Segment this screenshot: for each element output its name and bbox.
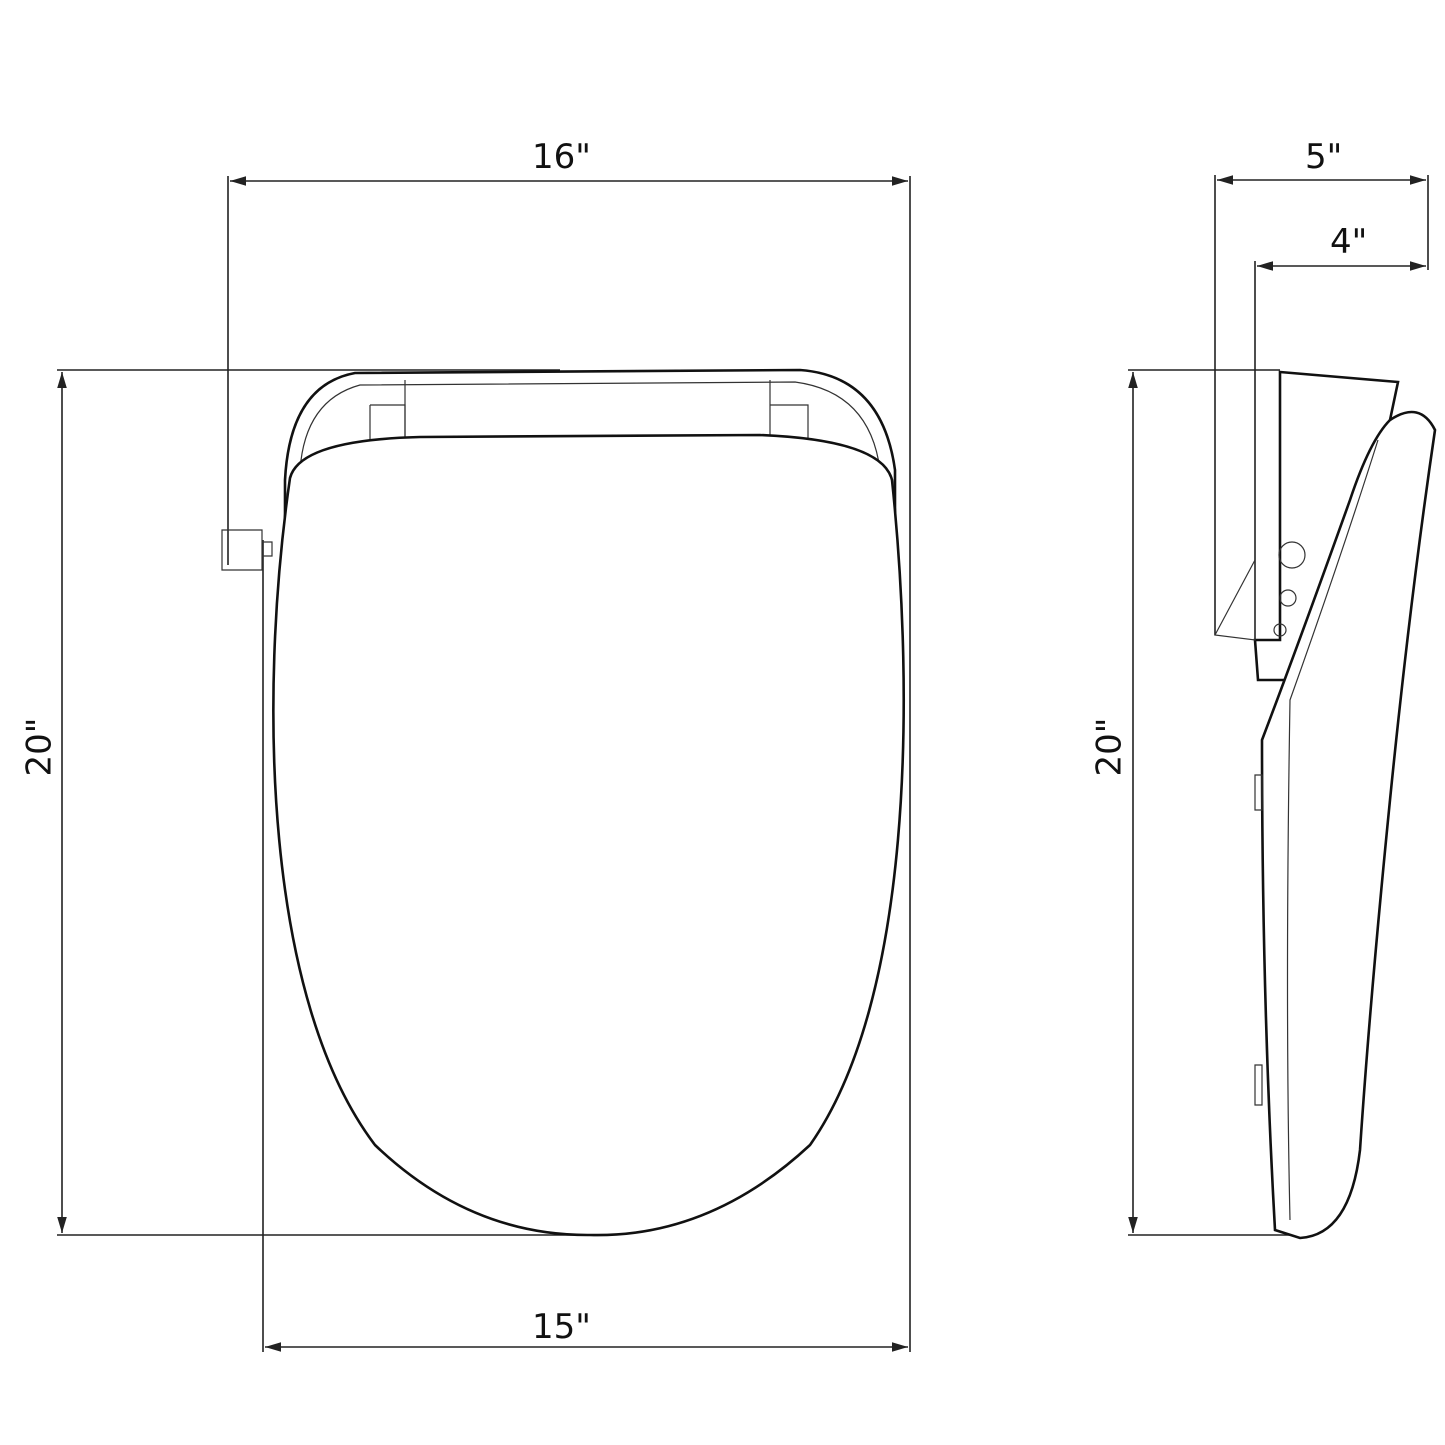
front-height-label: 20" [19, 717, 60, 777]
side-height-label: 20" [1089, 717, 1130, 777]
side-base-depth-label: 4" [1330, 222, 1368, 262]
front-dimension-lines [57, 176, 911, 1352]
side-view-seat [1214, 370, 1437, 1240]
front-top-width-label: 16" [532, 137, 591, 177]
front-view-seat [221, 368, 905, 1237]
front-bottom-width-label: 15" [532, 1307, 591, 1347]
side-total-depth-label: 5" [1305, 137, 1343, 177]
